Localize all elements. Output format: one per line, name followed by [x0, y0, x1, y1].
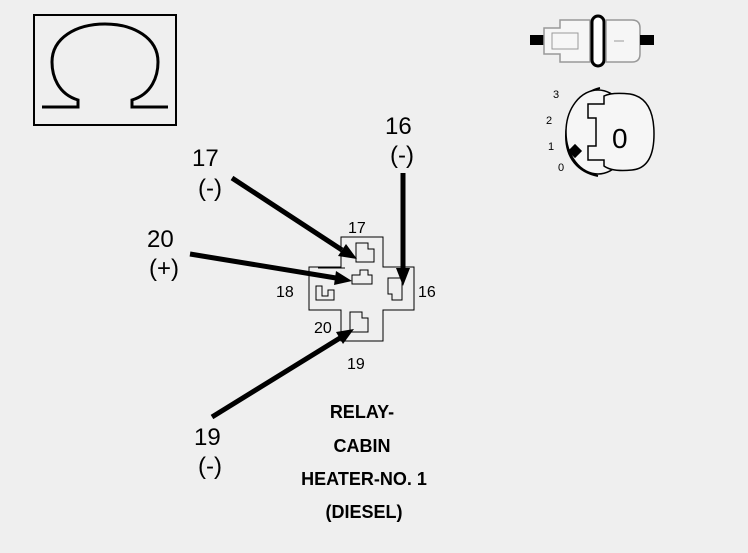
title-line-4: (DIESEL): [325, 502, 402, 522]
callout-17-sign: (-): [198, 175, 222, 202]
arrow-17: [230, 175, 357, 259]
pin-label-20: 20: [314, 320, 332, 337]
callout-17-number: 17: [192, 145, 219, 172]
ignition-key-position: 0: [612, 123, 628, 154]
ignition-position-0: 0: [558, 162, 564, 174]
title-line-1: RELAY-: [330, 402, 394, 422]
pin-label-16: 16: [418, 284, 436, 301]
title-line-2: CABIN: [334, 436, 391, 456]
pin-label-17: 17: [348, 220, 366, 237]
ignition-position-3: 3: [553, 89, 559, 101]
ignition-position-1: 1: [548, 141, 554, 153]
arrow-19: [210, 329, 354, 420]
ohm-icon: [33, 14, 177, 126]
callout-20-sign: (+): [149, 255, 179, 282]
callout-19-sign: (-): [198, 453, 222, 480]
callout-20-number: 20: [147, 226, 174, 253]
connector-icon: [530, 14, 654, 68]
callout-16-number: 16: [385, 113, 412, 140]
ignition-position-2: 2: [546, 115, 552, 127]
arrow-16: [396, 173, 410, 286]
callout-19-number: 19: [194, 424, 221, 451]
arrow-20: [189, 251, 352, 285]
pin-label-18: 18: [276, 284, 294, 301]
ignition-key-icon: 3 2 1 0 0: [546, 87, 655, 177]
title-line-3: HEATER-NO. 1: [301, 469, 427, 489]
callout-16-sign: (-): [390, 142, 414, 169]
pin-label-19: 19: [347, 356, 365, 373]
